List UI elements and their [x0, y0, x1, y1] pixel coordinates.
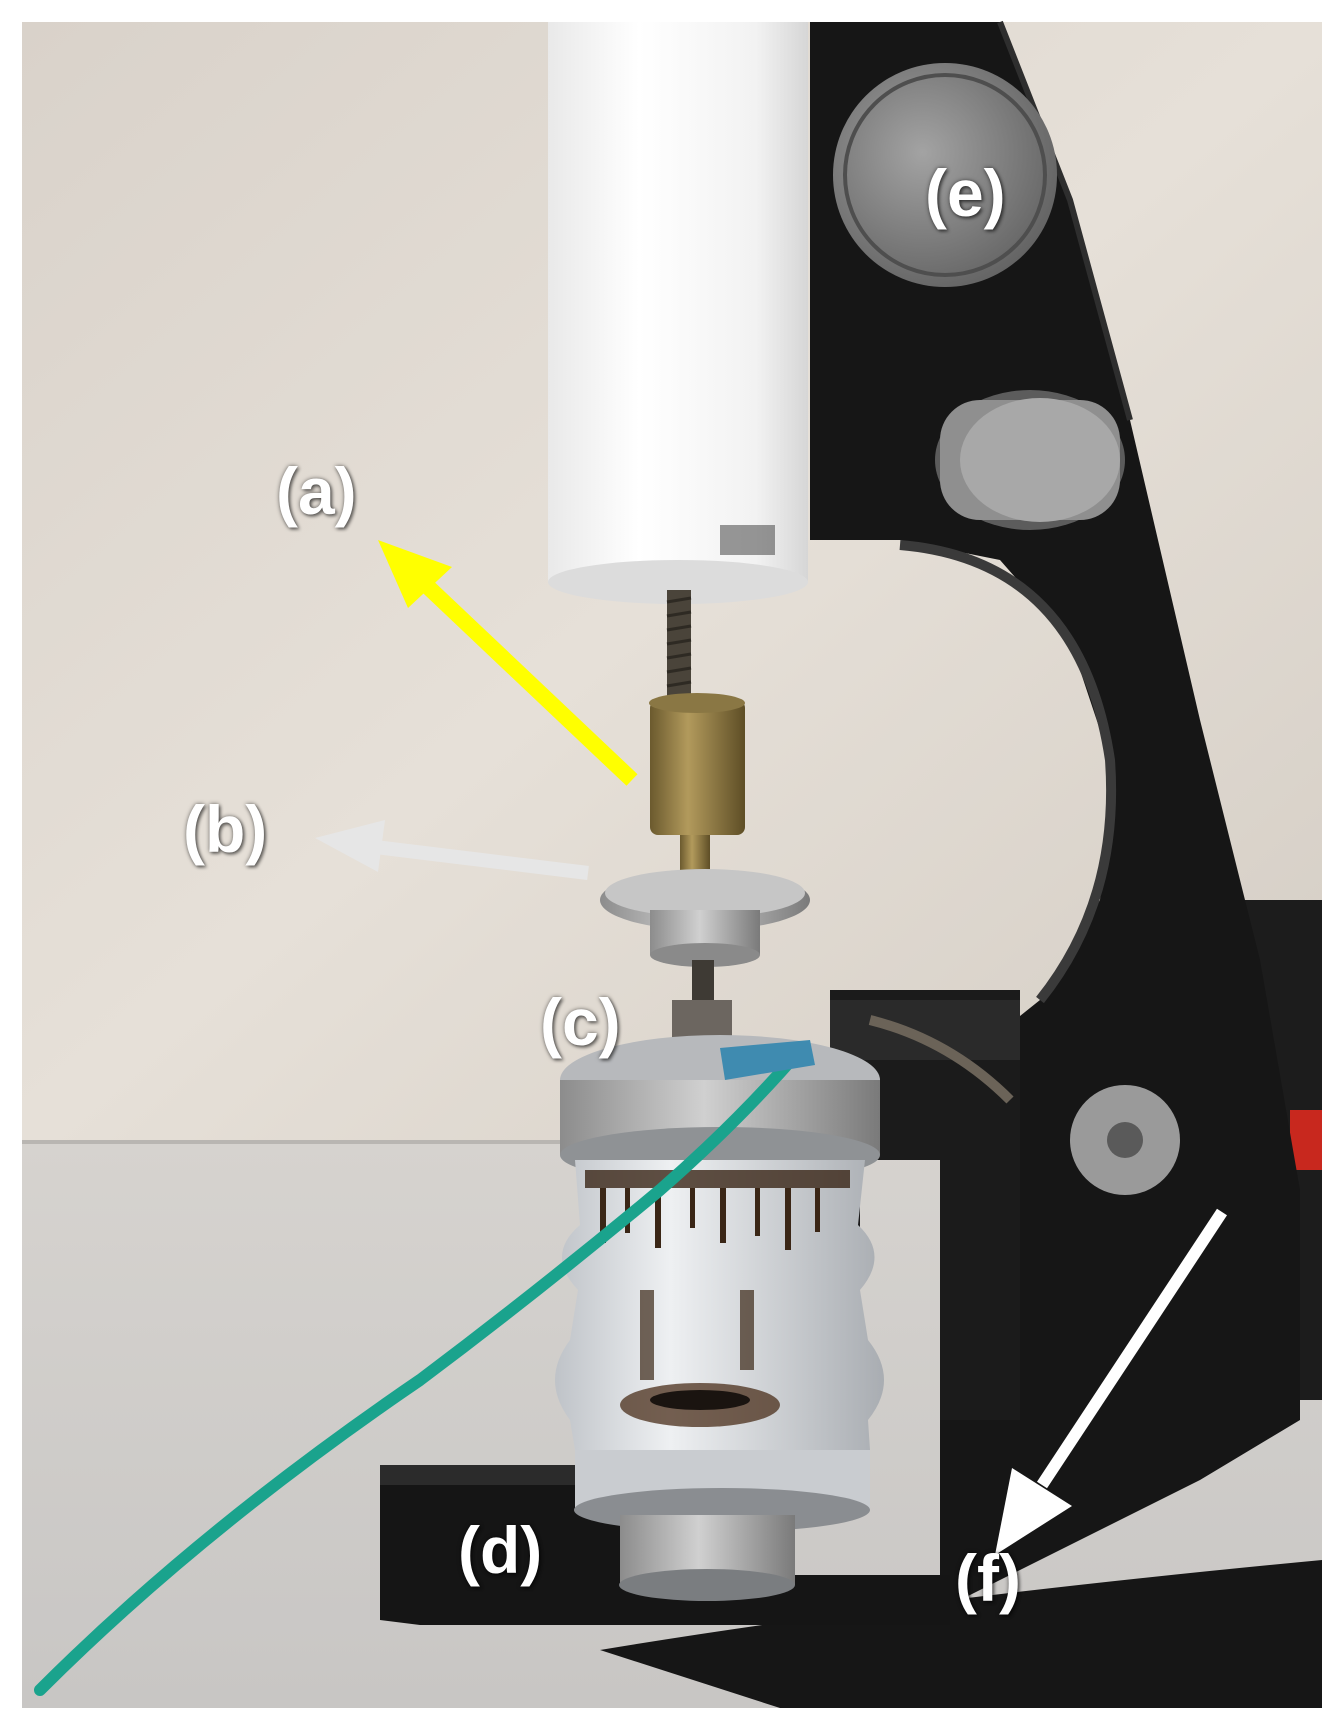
arrow-b [374, 840, 589, 880]
arrow-a [420, 579, 638, 786]
stand-frame [810, 22, 1300, 1620]
label-b: (b) [183, 792, 268, 866]
label-f: (f) [955, 1541, 1021, 1615]
stand-base [600, 1560, 1322, 1708]
green-wire [34, 1044, 806, 1696]
white-cylinder [548, 22, 808, 582]
arrow-f [1036, 1208, 1228, 1489]
blue-connector [720, 1040, 815, 1080]
label-e: (e) [925, 156, 1006, 230]
base-clamp-d [380, 1470, 950, 1625]
label-a: (a) [276, 454, 357, 528]
label-c: (c) [540, 985, 621, 1059]
insulator-body [555, 1160, 884, 1450]
label-d: (d) [458, 1513, 543, 1587]
brass-coupling [650, 700, 745, 835]
knob-e [833, 63, 1057, 287]
